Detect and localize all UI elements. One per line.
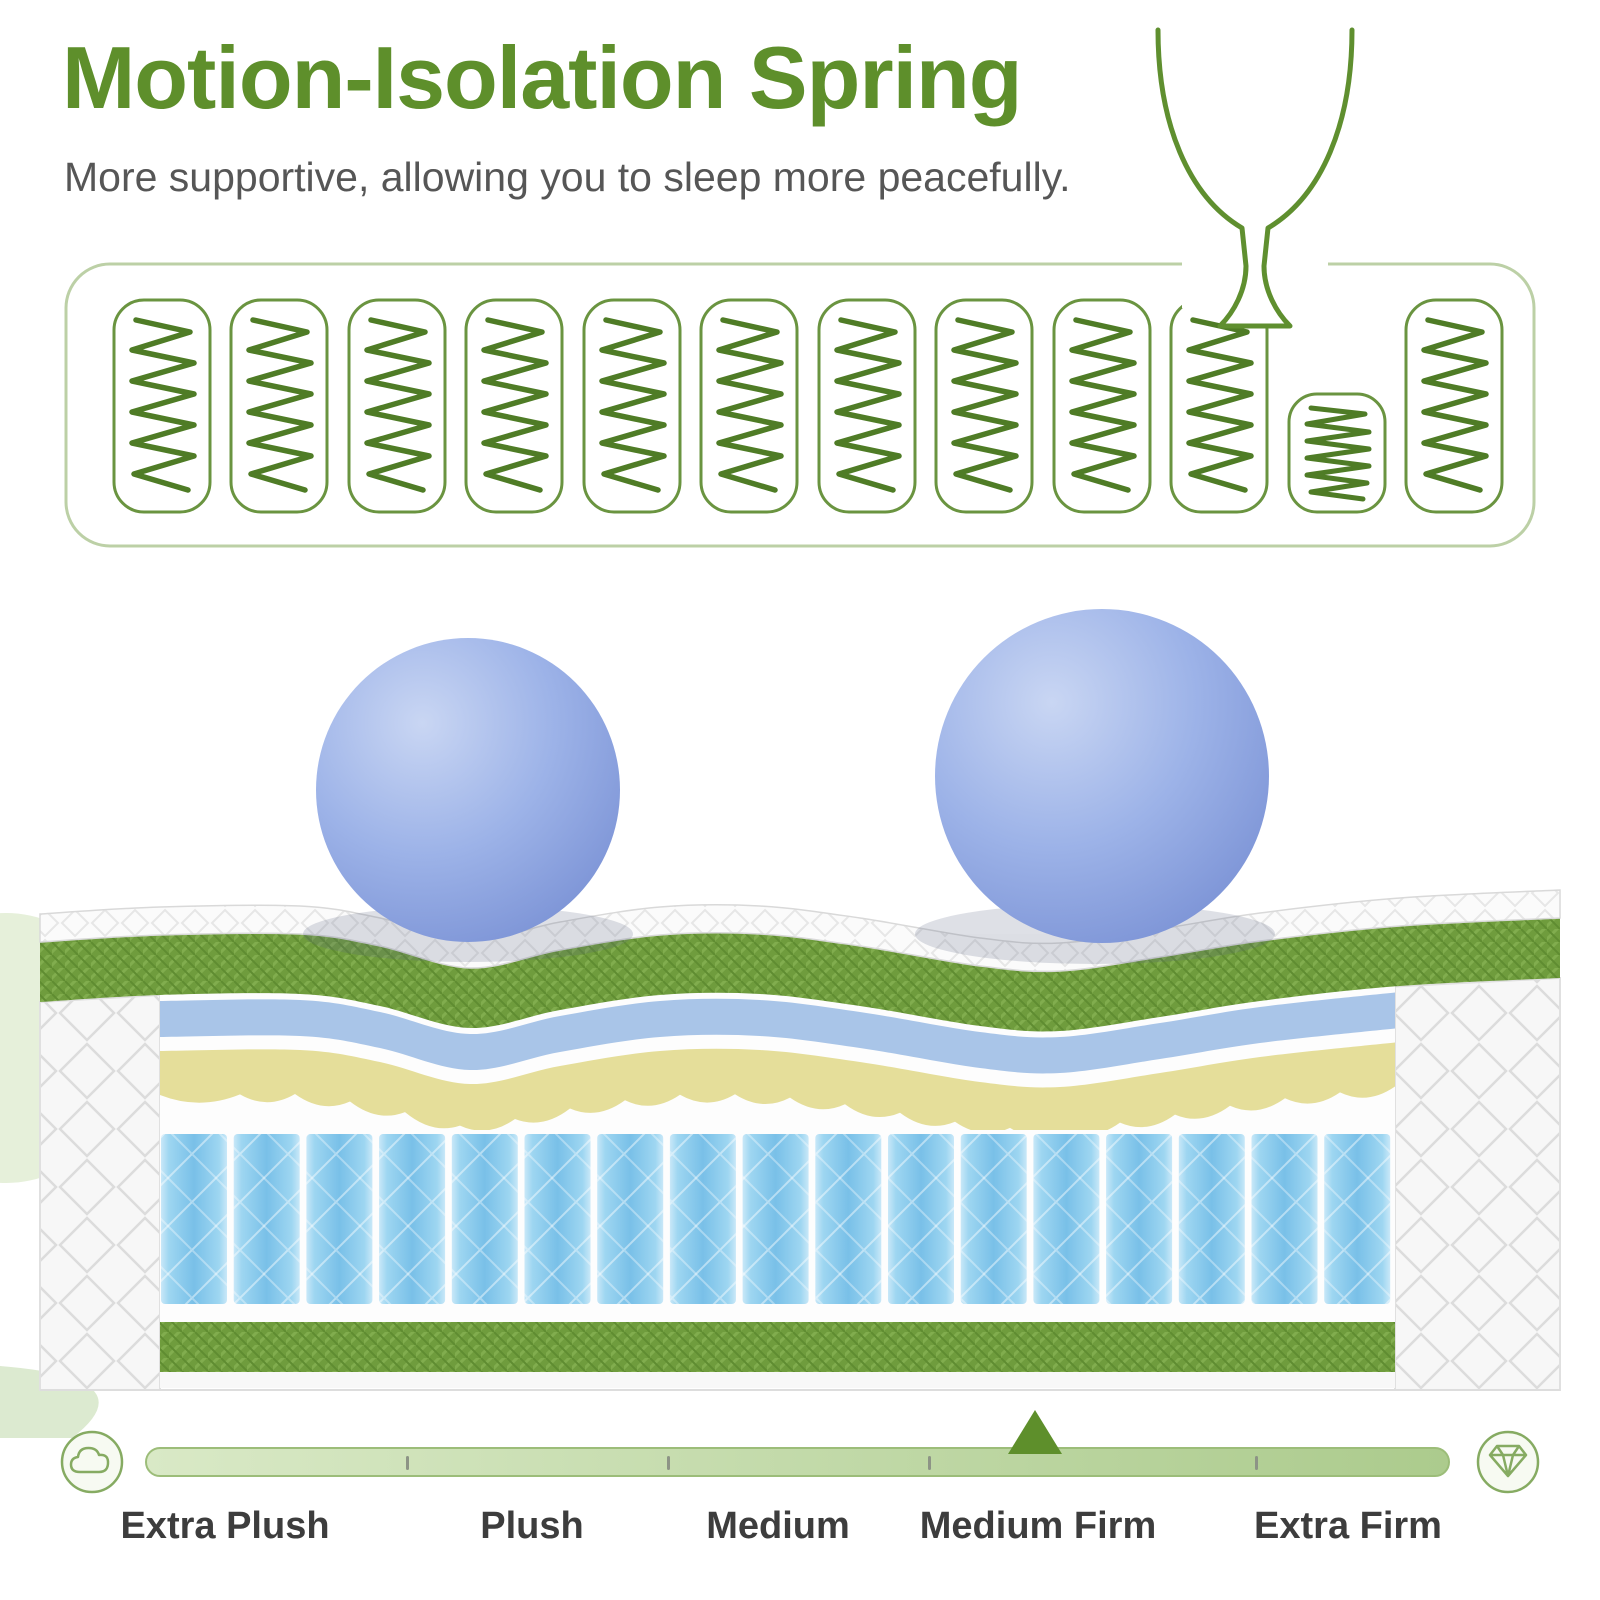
firmness-label-extra-firm: Extra Firm [1254,1505,1442,1547]
header: Motion-Isolation Spring More supportive,… [62,28,1071,202]
quilted-right-side [1394,976,1561,1391]
spring-coil-icon [114,300,210,512]
pocket-spring-wrap-texture [669,1134,736,1304]
spring-coil-icon [231,300,327,512]
green-knit-bottom-border [160,1322,1395,1372]
green-knit-top-border [40,918,1560,1032]
page-subtitle: More supportive, allowing you to sleep m… [64,153,1071,200]
pocket-spring-wrap-texture [1033,1134,1100,1304]
yellow-convoluted-foam-layer [160,1042,1395,1138]
quilted-left-side [39,993,161,1391]
firmness-label-medium-firm: Medium Firm [919,1505,1157,1547]
spring-coil-icon [349,300,445,512]
firmness-label-medium: Medium [706,1505,850,1547]
spring-panel-frame [64,262,1536,548]
cloud-icon [60,1430,124,1494]
firmness-bar [145,1447,1450,1477]
pocket-spring-wrap-texture [815,1134,882,1304]
pocket-spring-wrap-texture [597,1134,664,1304]
spring-coil-icon [584,300,680,512]
page-title: Motion-Isolation Spring [62,28,1023,127]
pocket-spring-wrap-texture [1178,1134,1245,1304]
firmness-tick [667,1456,670,1470]
pocket-spring-wrap-texture [524,1134,591,1304]
white-base-strip [160,1372,1395,1388]
firmness-tick [928,1456,931,1470]
firmness-tick [1255,1456,1258,1470]
blue-ball-right [935,609,1269,943]
pocket-spring-wrap-texture [379,1134,446,1304]
pocket-spring-wrap-texture [888,1134,954,1304]
firmness-marker-triangle [1008,1410,1062,1454]
firmness-tick [406,1456,409,1470]
compressed-spring-coil-icon [1289,394,1385,512]
pocket-spring-wrap-texture [742,1134,809,1304]
firmness-label-plush: Plush [480,1505,584,1547]
pocket-spring-wrap-texture [1324,1134,1391,1304]
blue-ball-left [316,638,620,942]
blue-foam-layer [160,992,1395,1074]
pocket-spring-wrap-texture [451,1134,518,1304]
pocket-spring-wrap-texture [1106,1134,1173,1304]
diamond-icon [1476,1430,1540,1494]
pocket-spring-wrap-texture [233,1134,300,1304]
spring-coil-icon [701,300,797,512]
pocket-spring-wrap-texture [161,1134,227,1304]
pocket-spring-wrap-texture [306,1134,373,1304]
spring-coil-icon [936,300,1032,512]
pocket-spring-wrap-texture [960,1134,1027,1304]
firmness-label-extra-plush: Extra Plush [120,1505,330,1547]
pocket-spring-wrap-texture [1251,1134,1318,1304]
mattress-cross-section [0,609,1561,1438]
spring-coil-icon [819,300,915,512]
spring-coil-icon [1406,300,1502,512]
spring-coil-icon [466,300,562,512]
wine-glass-icon [1155,27,1355,329]
quilted-top-cover [39,889,1561,973]
spring-panel-illustration [64,262,1536,548]
